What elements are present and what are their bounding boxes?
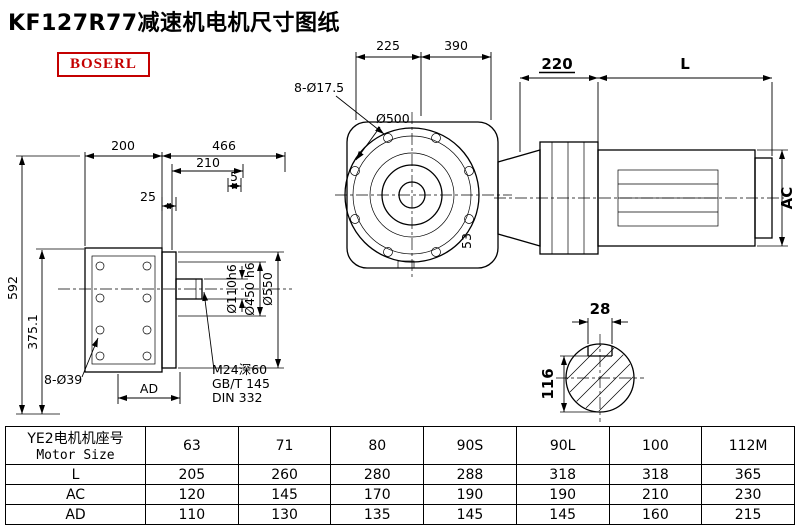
value-cell: 120: [145, 484, 239, 505]
dim-spigot-diameter: Ø450 h6: [242, 262, 257, 316]
side-view: 200 466 210 5 25 592 375.1 8-Ø39 AD Ø110…: [5, 138, 292, 415]
value-cell: 160: [608, 504, 703, 525]
value-cell: 260: [237, 464, 332, 485]
note-gb-standard: GB/T 145: [212, 376, 270, 391]
value-cell: 288: [423, 464, 517, 485]
value-cell: 210: [608, 484, 703, 505]
value-cell: 190: [423, 484, 517, 505]
dim-220: 220: [541, 55, 572, 73]
dim-key-width: 28: [590, 300, 611, 318]
dim-225: 225: [376, 38, 400, 53]
value-cell: 170: [330, 484, 425, 505]
value-cell: 365: [701, 464, 795, 485]
table-row-AC: AC 120 145 170 190 190 210 230: [5, 484, 795, 505]
motor-size-table: YE2电机机座号 Motor Size 63 71 80 90S 90L 100…: [5, 426, 795, 525]
motor-size-header-en: Motor Size: [36, 448, 115, 463]
table-header-row: YE2电机机座号 Motor Size 63 71 80 90S 90L 100…: [5, 426, 795, 465]
dim-116: 116: [539, 368, 557, 399]
col-header: 100: [608, 426, 703, 465]
value-cell: 145: [237, 484, 332, 505]
dim-motor-length: L: [680, 55, 690, 73]
dim-200: 200: [111, 138, 135, 153]
front-view: 225 390 8-Ø17.5 Ø500 53: [294, 38, 512, 280]
table-row-AD: AD 110 130 135 145 145 160 215: [5, 504, 795, 525]
shaft-section-view: 28 116: [539, 300, 644, 422]
row-label: AC: [5, 484, 146, 505]
value-cell: 135: [330, 504, 425, 525]
col-header: 90S: [423, 426, 517, 465]
dim-390: 390: [444, 38, 468, 53]
dim-210: 210: [196, 155, 220, 170]
note-din-standard: DIN 332: [212, 390, 263, 405]
dim-592: 592: [5, 276, 20, 300]
value-cell: 145: [423, 504, 517, 525]
col-header: 71: [237, 426, 332, 465]
value-cell: 110: [145, 504, 239, 525]
brand-logo: BOSERL: [57, 52, 150, 77]
value-cell: 230: [701, 484, 795, 505]
dim-ad: AD: [140, 381, 158, 396]
dim-375-1: 375.1: [25, 314, 40, 350]
row-label: AD: [5, 504, 146, 525]
motor-view: 220 L AC: [494, 55, 796, 255]
dim-bolt-holes-front: 8-Ø17.5: [294, 80, 344, 95]
value-cell: 318: [608, 464, 703, 485]
col-header: 80: [330, 426, 425, 465]
dim-ac: AC: [778, 187, 796, 210]
row-label: L: [5, 464, 146, 485]
value-cell: 215: [701, 504, 795, 525]
table-row-L: L 205 260 280 288 318 318 365: [5, 464, 795, 485]
page-title: KF127R77减速机电机尺寸图纸: [8, 11, 341, 36]
dim-flange-od: Ø550: [260, 272, 275, 306]
dim-5: 5: [230, 169, 238, 184]
motor-size-header: YE2电机机座号 Motor Size: [5, 426, 146, 465]
dim-25: 25: [140, 189, 156, 204]
dim-shaft-diameter: Ø110h6: [224, 264, 239, 314]
value-cell: 318: [515, 464, 610, 485]
value-cell: 190: [515, 484, 610, 505]
dim-bolt-holes-side: 8-Ø39: [44, 372, 82, 387]
value-cell: 145: [515, 504, 610, 525]
dim-flange-diameter: Ø500: [376, 111, 410, 126]
col-header: 63: [145, 426, 239, 465]
value-cell: 205: [145, 464, 239, 485]
col-header: 112M: [701, 426, 795, 465]
dim-53: 53: [459, 233, 474, 249]
motor-size-header-cn: YE2电机机座号: [27, 431, 124, 447]
dim-466: 466: [212, 138, 236, 153]
value-cell: 130: [237, 504, 332, 525]
note-tap: M24深60: [212, 362, 267, 377]
col-header: 90L: [515, 426, 610, 465]
technical-drawing: 225 390 8-Ø17.5 Ø500 53 220 L AC: [5, 38, 796, 422]
value-cell: 280: [330, 464, 425, 485]
